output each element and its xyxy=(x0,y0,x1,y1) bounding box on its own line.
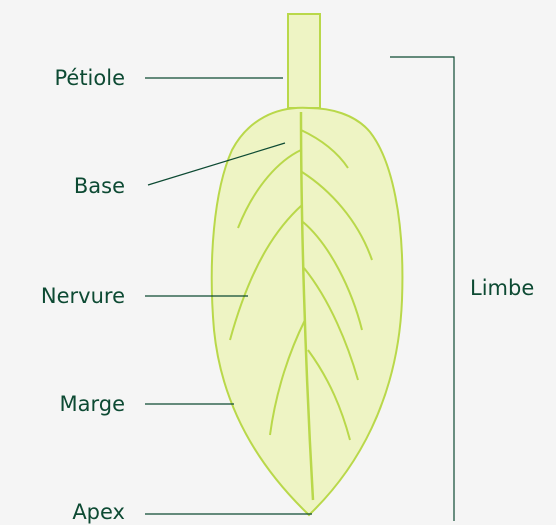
apex-label: Apex xyxy=(72,500,125,524)
petiole-label: Pétiole xyxy=(54,66,125,90)
leaf-blade xyxy=(212,108,403,515)
petiole-shape xyxy=(288,14,320,108)
nervure-label: Nervure xyxy=(41,284,125,308)
marge-label: Marge xyxy=(59,392,125,416)
limbe-label: Limbe xyxy=(470,276,534,300)
base-label: Base xyxy=(74,174,125,198)
